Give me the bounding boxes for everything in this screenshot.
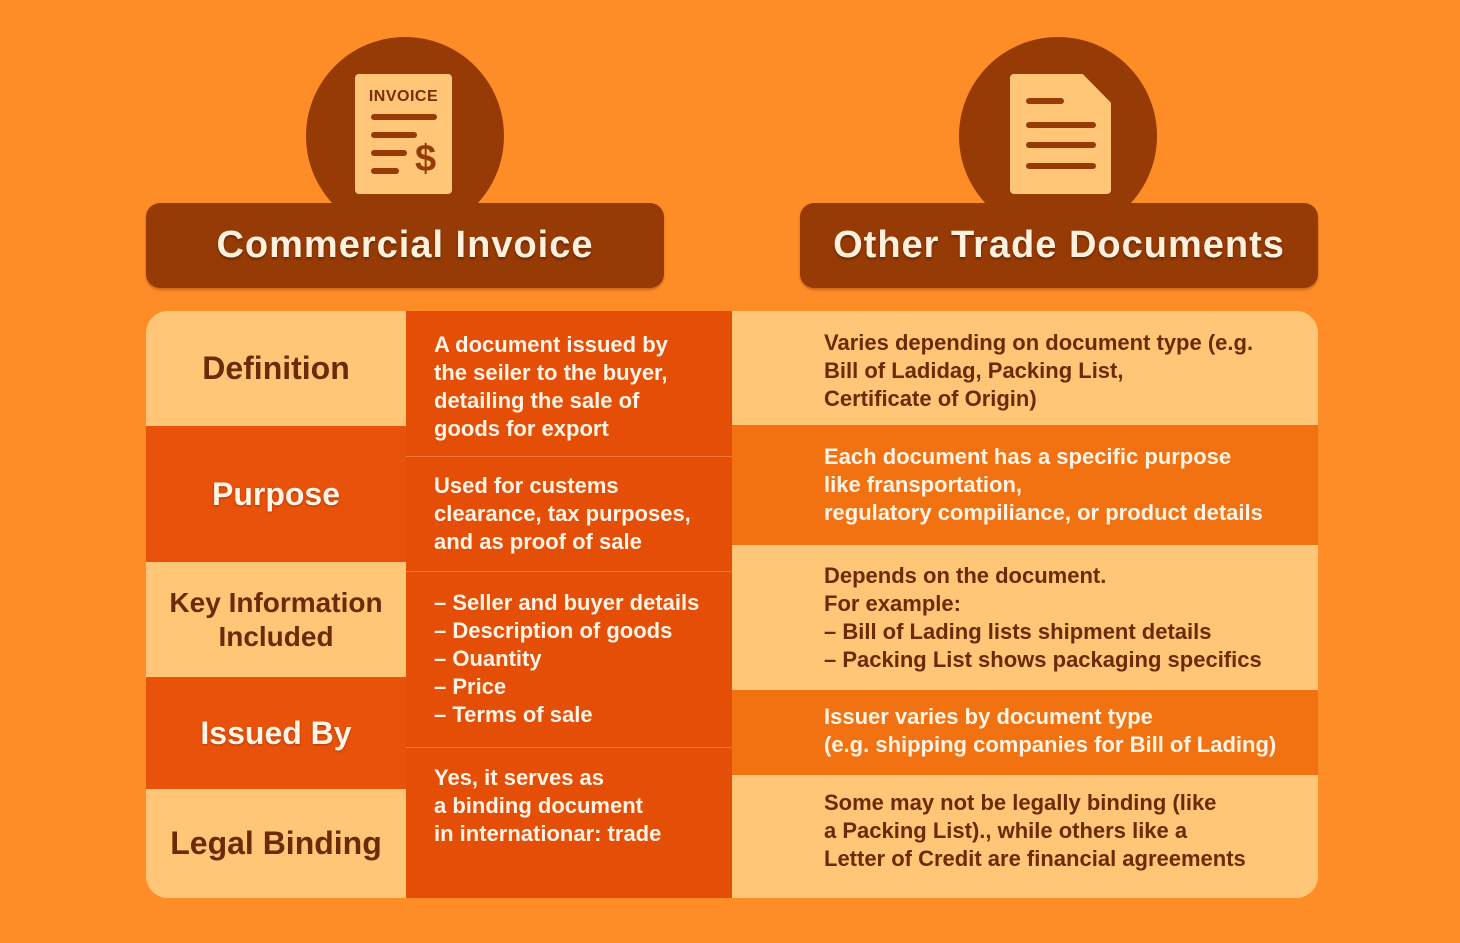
otd-legal-binding-cell: Some may not be legally binding (like a …	[732, 775, 1318, 898]
ci-purpose-cell: Used for custems clearance, tax purposes…	[406, 457, 732, 572]
other-trade-documents-title: Other Trade Documents	[833, 224, 1285, 266]
otd-definition-cell: Varies depending on document type (e.g. …	[732, 311, 1318, 425]
ci-definition-cell: A document issued by the seiler to the b…	[406, 311, 732, 457]
row-label-key-information: Key Information Included	[146, 562, 406, 677]
otd-issued-by-cell: Issuer varies by document type (e.g. shi…	[732, 690, 1318, 775]
commercial-invoice-column: A document issued by the seiler to the b…	[406, 311, 732, 898]
otd-key-information-cell: Depends on the document. For example: – …	[732, 545, 1318, 690]
comparison-table: Definition Purpose Key Information Inclu…	[146, 311, 1318, 898]
icon-line	[371, 150, 407, 156]
icon-line	[1026, 142, 1096, 148]
invoice-icon-label: INVOICE	[368, 88, 439, 105]
icon-line	[1026, 98, 1064, 104]
icon-line	[371, 168, 399, 174]
icon-line	[1026, 122, 1096, 128]
ci-legal-binding-cell: Yes, it serves as a binding document in …	[434, 765, 662, 846]
other-trade-documents-banner: Other Trade Documents	[800, 203, 1318, 288]
otd-purpose-cell: Each document has a specific purpose lik…	[732, 425, 1318, 545]
icon-line	[371, 132, 417, 138]
row-label-definition: Definition	[146, 311, 406, 426]
dollar-icon: $	[415, 138, 437, 180]
commercial-invoice-banner: Commercial Invoice	[146, 203, 664, 288]
document-icon	[1010, 74, 1111, 194]
commercial-invoice-title: Commercial Invoice	[216, 224, 594, 266]
icon-line	[1026, 163, 1096, 169]
row-label-purpose: Purpose	[146, 426, 406, 562]
row-label-issued-by: Issued By	[146, 677, 406, 789]
ci-key-information-cell: – Seller and buyer details – Description…	[406, 572, 732, 748]
row-label-legal-binding: Legal Binding	[146, 789, 406, 898]
invoice-document-icon: INVOICE $	[355, 74, 452, 194]
icon-line	[371, 114, 437, 120]
